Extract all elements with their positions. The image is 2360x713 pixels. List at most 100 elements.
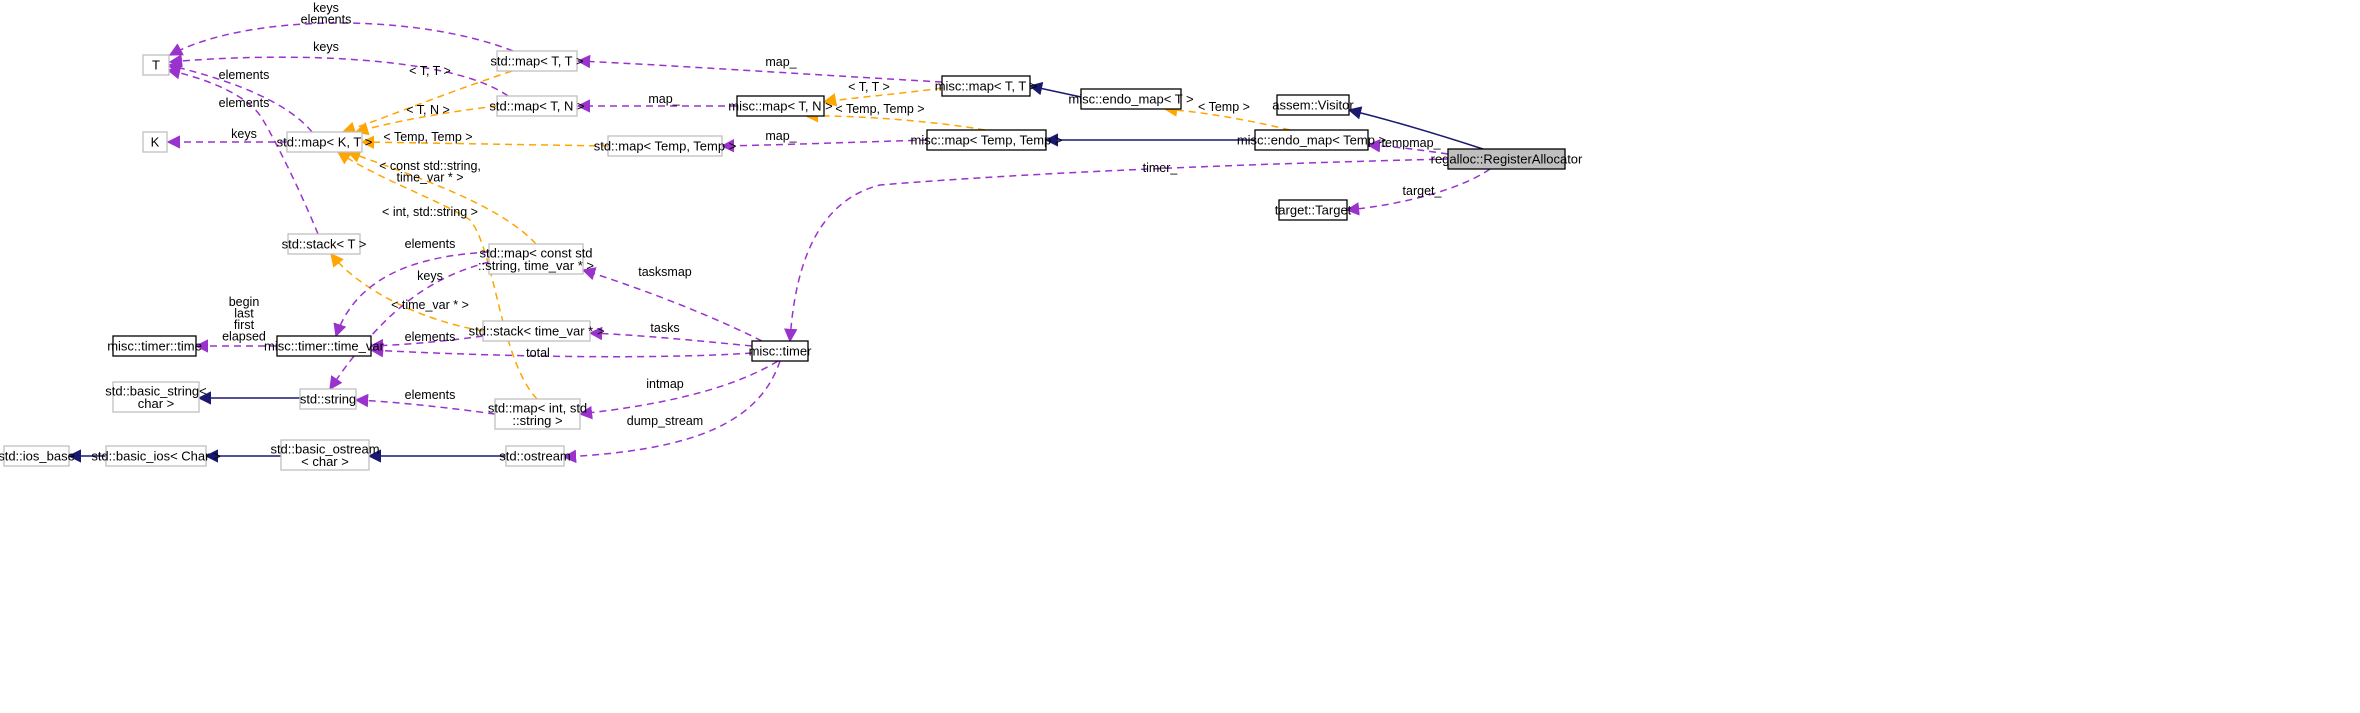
class-node-label: misc::map< T, T > xyxy=(935,79,1038,94)
class-node[interactable]: std::stack< time_var * > xyxy=(469,320,605,342)
class-node[interactable]: std::map< int, std::string > xyxy=(488,398,587,430)
class-node-label: std::stack< time_var * > xyxy=(469,324,605,339)
class-node[interactable]: std::stack< T > xyxy=(282,233,367,255)
edge-label-line: time_var * > xyxy=(396,171,463,185)
class-node-label: T xyxy=(152,58,160,73)
edge-label: elements xyxy=(405,330,456,344)
class-node-label: std::basic_ios< Char > xyxy=(91,449,220,464)
class-node-label: < char > xyxy=(301,454,349,469)
class-node[interactable]: target::Target xyxy=(1275,199,1352,221)
class-node[interactable]: std::map< K, T > xyxy=(277,131,373,153)
class-node[interactable]: assem::Visitor xyxy=(1272,94,1354,116)
class-node-label: ::string > xyxy=(512,413,562,428)
class-node-label: misc::endo_map< T > xyxy=(1068,92,1193,107)
class-node-label: std::stack< T > xyxy=(282,237,367,252)
class-node[interactable]: std::map< T, T > xyxy=(490,50,584,72)
class-node[interactable]: misc::endo_map< T > xyxy=(1068,88,1194,110)
class-node[interactable]: regalloc::RegisterAllocator xyxy=(1431,148,1583,170)
class-node[interactable]: std::string xyxy=(299,388,357,410)
edge-label-line: < T, T > xyxy=(409,64,451,78)
edge-label-line: elements xyxy=(405,330,456,344)
class-node[interactable]: std::ostream xyxy=(499,445,571,467)
class-node-box xyxy=(494,398,581,430)
edge-label-line: tasks xyxy=(650,321,679,335)
class-node[interactable]: std::map< Temp, Temp > xyxy=(594,135,737,157)
class-node-label: std::string xyxy=(300,392,356,407)
edge-template xyxy=(822,87,943,107)
class-node-box xyxy=(142,54,170,76)
class-node-label: target::Target xyxy=(1275,203,1352,218)
edge-label: intmap xyxy=(646,377,684,391)
class-node[interactable]: std::ios_base xyxy=(0,445,75,467)
edge-label-line: elements xyxy=(219,96,270,110)
class-node[interactable]: K xyxy=(142,131,168,153)
class-node-label: ::string, time_var * > xyxy=(478,258,594,273)
class-node-box xyxy=(280,439,370,471)
class-node-box xyxy=(3,445,70,467)
class-node-label: misc::map< T, N > xyxy=(728,99,833,114)
class-node[interactable]: misc::timer xyxy=(749,340,813,362)
class-node-box xyxy=(496,95,578,117)
edge-label: map_ xyxy=(648,92,680,106)
class-node[interactable]: std::basic_string<char > xyxy=(105,381,207,413)
class-node-box xyxy=(926,129,1047,151)
class-node-label: char > xyxy=(138,396,175,411)
edge-label: < Temp > xyxy=(1198,100,1250,114)
edge-label-line: elements xyxy=(405,237,456,251)
edge-label: keys xyxy=(417,269,443,283)
edge-label: elements xyxy=(405,237,456,251)
edge-label: total xyxy=(526,346,550,360)
class-node-box xyxy=(276,335,372,357)
edge-usage xyxy=(576,54,943,83)
class-node[interactable]: std::map< T, N > xyxy=(489,95,585,117)
class-node-box xyxy=(142,131,168,153)
edges-layer xyxy=(67,22,1491,464)
class-node-box xyxy=(112,335,197,357)
edge-label-line: keys xyxy=(313,1,339,15)
edge-label-line: < const std::string, xyxy=(379,159,481,173)
edge-label-line: elapsed xyxy=(222,330,266,344)
class-node-box xyxy=(1278,199,1348,221)
edge-template xyxy=(354,105,498,136)
class-node-box xyxy=(505,445,565,467)
class-node[interactable]: std::map< const std::string, time_var * … xyxy=(478,243,594,275)
class-node-label: assem::Visitor xyxy=(1272,98,1354,113)
edge-label: keys xyxy=(313,40,339,54)
class-node[interactable]: misc::timer::time_var xyxy=(264,335,385,357)
class-node-box xyxy=(286,131,363,153)
class-node-label: misc::map< Temp, Temp > xyxy=(911,133,1063,148)
class-node-box xyxy=(112,381,200,413)
class-node[interactable]: misc::map< Temp, Temp > xyxy=(911,129,1063,151)
class-node[interactable]: misc::timer::time xyxy=(107,335,202,357)
edge-template xyxy=(1163,103,1291,131)
edge-usage xyxy=(166,61,313,133)
class-node[interactable]: std::basic_ios< Char > xyxy=(91,445,221,467)
class-node-box xyxy=(751,340,809,362)
edge-labels-layer: keys elements keys elements keys elements map_… xyxy=(219,1,1443,428)
class-node-box xyxy=(496,50,578,72)
edge-usage xyxy=(581,267,763,342)
class-node-label: std::map< K, T > xyxy=(277,135,373,150)
edge-label-line: target_ xyxy=(1403,184,1443,198)
class-node[interactable]: misc::map< T, N > xyxy=(728,95,833,117)
edge-label-line: keys xyxy=(417,269,443,283)
class-node-label: std::map< int, std xyxy=(488,400,587,415)
edge-label: elements xyxy=(219,96,270,110)
class-node[interactable]: T xyxy=(142,54,170,76)
class-node-box xyxy=(299,388,357,410)
class-node-box xyxy=(1276,94,1350,116)
class-node[interactable]: misc::endo_map< Temp > xyxy=(1237,129,1386,151)
edge-label: target_ xyxy=(1403,184,1443,198)
edge-inherit xyxy=(1028,81,1082,98)
class-node-label: misc::timer::time xyxy=(107,339,202,354)
class-node-label: std::map< Temp, Temp > xyxy=(594,139,737,154)
class-node-box xyxy=(287,233,361,255)
edge-label-line: < time_var * > xyxy=(391,298,469,312)
edge-label-line: keys xyxy=(313,40,339,54)
class-node-label: std::map< const std xyxy=(479,245,592,260)
class-node[interactable]: std::basic_ostream< char > xyxy=(270,439,380,471)
class-node-label: std::basic_ostream xyxy=(270,441,379,456)
class-node[interactable]: misc::map< T, T > xyxy=(935,75,1038,97)
edge-label-line: keys xyxy=(231,127,257,141)
